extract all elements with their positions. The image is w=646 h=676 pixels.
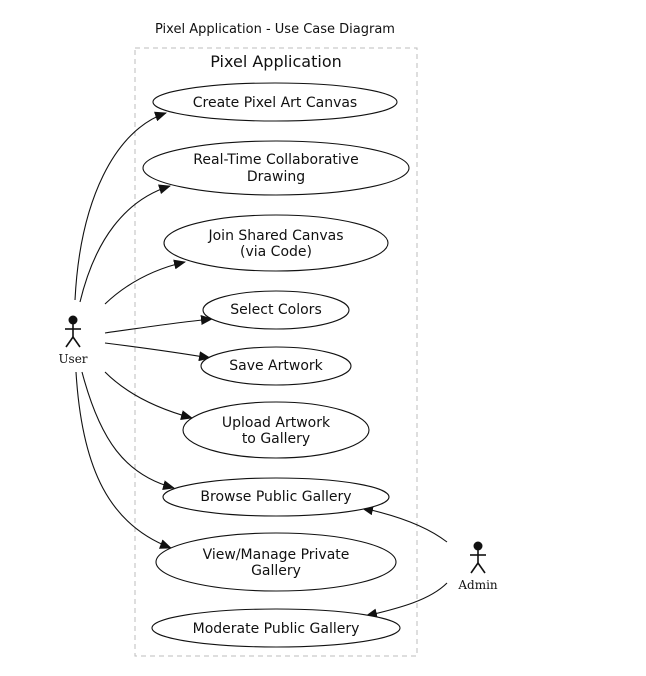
assoc-user-join-shared bbox=[104, 259, 186, 305]
assoc-admin-browse-public bbox=[361, 505, 448, 543]
use-case-label-line2: Drawing bbox=[247, 169, 305, 185]
actor-admin-label: Admin bbox=[457, 578, 498, 592]
actor-admin: Admin bbox=[457, 541, 498, 592]
assoc-user-manage-private bbox=[75, 371, 172, 549]
user-stick-figure-icon bbox=[65, 315, 81, 348]
use-case-label-line2: Gallery bbox=[251, 563, 301, 579]
use-case-label-line1: Real-Time Collaborative bbox=[193, 152, 358, 168]
assoc-admin-moderate-public bbox=[365, 582, 448, 619]
use-case-real-time-collaborative-drawing: Real-Time Collaborative Drawing bbox=[142, 140, 410, 196]
use-case-browse-public-gallery: Browse Public Gallery bbox=[162, 477, 390, 517]
assoc-user-save-artwork bbox=[104, 342, 211, 362]
assoc-user-browse-public bbox=[81, 371, 175, 491]
use-case-upload-artwork: Upload Artwork to Gallery bbox=[182, 401, 370, 459]
use-case-label-line1: Upload Artwork bbox=[222, 415, 331, 431]
use-case-label: Browse Public Gallery bbox=[200, 489, 351, 505]
actor-user: User bbox=[58, 315, 88, 366]
assoc-user-realtime bbox=[79, 184, 171, 303]
user-associations bbox=[74, 111, 213, 549]
admin-associations bbox=[361, 505, 448, 619]
use-case-label: Select Colors bbox=[230, 302, 322, 318]
use-case-select-colors: Select Colors bbox=[202, 290, 350, 330]
use-case-join-shared-canvas: Join Shared Canvas (via Code) bbox=[163, 214, 389, 272]
assoc-user-upload-artwork bbox=[104, 371, 193, 420]
admin-stick-figure-icon bbox=[470, 541, 486, 574]
use-case-label: Save Artwork bbox=[229, 358, 323, 374]
diagram-title: Pixel Application - Use Case Diagram bbox=[155, 22, 395, 37]
use-case-label-line2: to Gallery bbox=[242, 431, 310, 447]
use-case-view-manage-private-gallery: View/Manage Private Gallery bbox=[155, 532, 397, 592]
use-case-create-pixel-art-canvas: Create Pixel Art Canvas bbox=[152, 82, 398, 122]
system-name: Pixel Application bbox=[210, 52, 342, 71]
use-case-label-line1: View/Manage Private bbox=[203, 547, 350, 563]
use-case-moderate-public-gallery: Moderate Public Gallery bbox=[151, 608, 401, 648]
use-case-label: Moderate Public Gallery bbox=[193, 621, 360, 637]
use-case-label-line2: (via Code) bbox=[240, 244, 312, 260]
use-case-label: Create Pixel Art Canvas bbox=[193, 95, 357, 111]
assoc-user-create-canvas bbox=[74, 111, 167, 301]
use-case-save-artwork: Save Artwork bbox=[200, 346, 352, 386]
assoc-user-select-colors bbox=[104, 315, 213, 334]
system-boundary bbox=[134, 47, 418, 657]
actor-user-label: User bbox=[58, 352, 87, 366]
use-case-label-line1: Join Shared Canvas bbox=[207, 228, 343, 244]
